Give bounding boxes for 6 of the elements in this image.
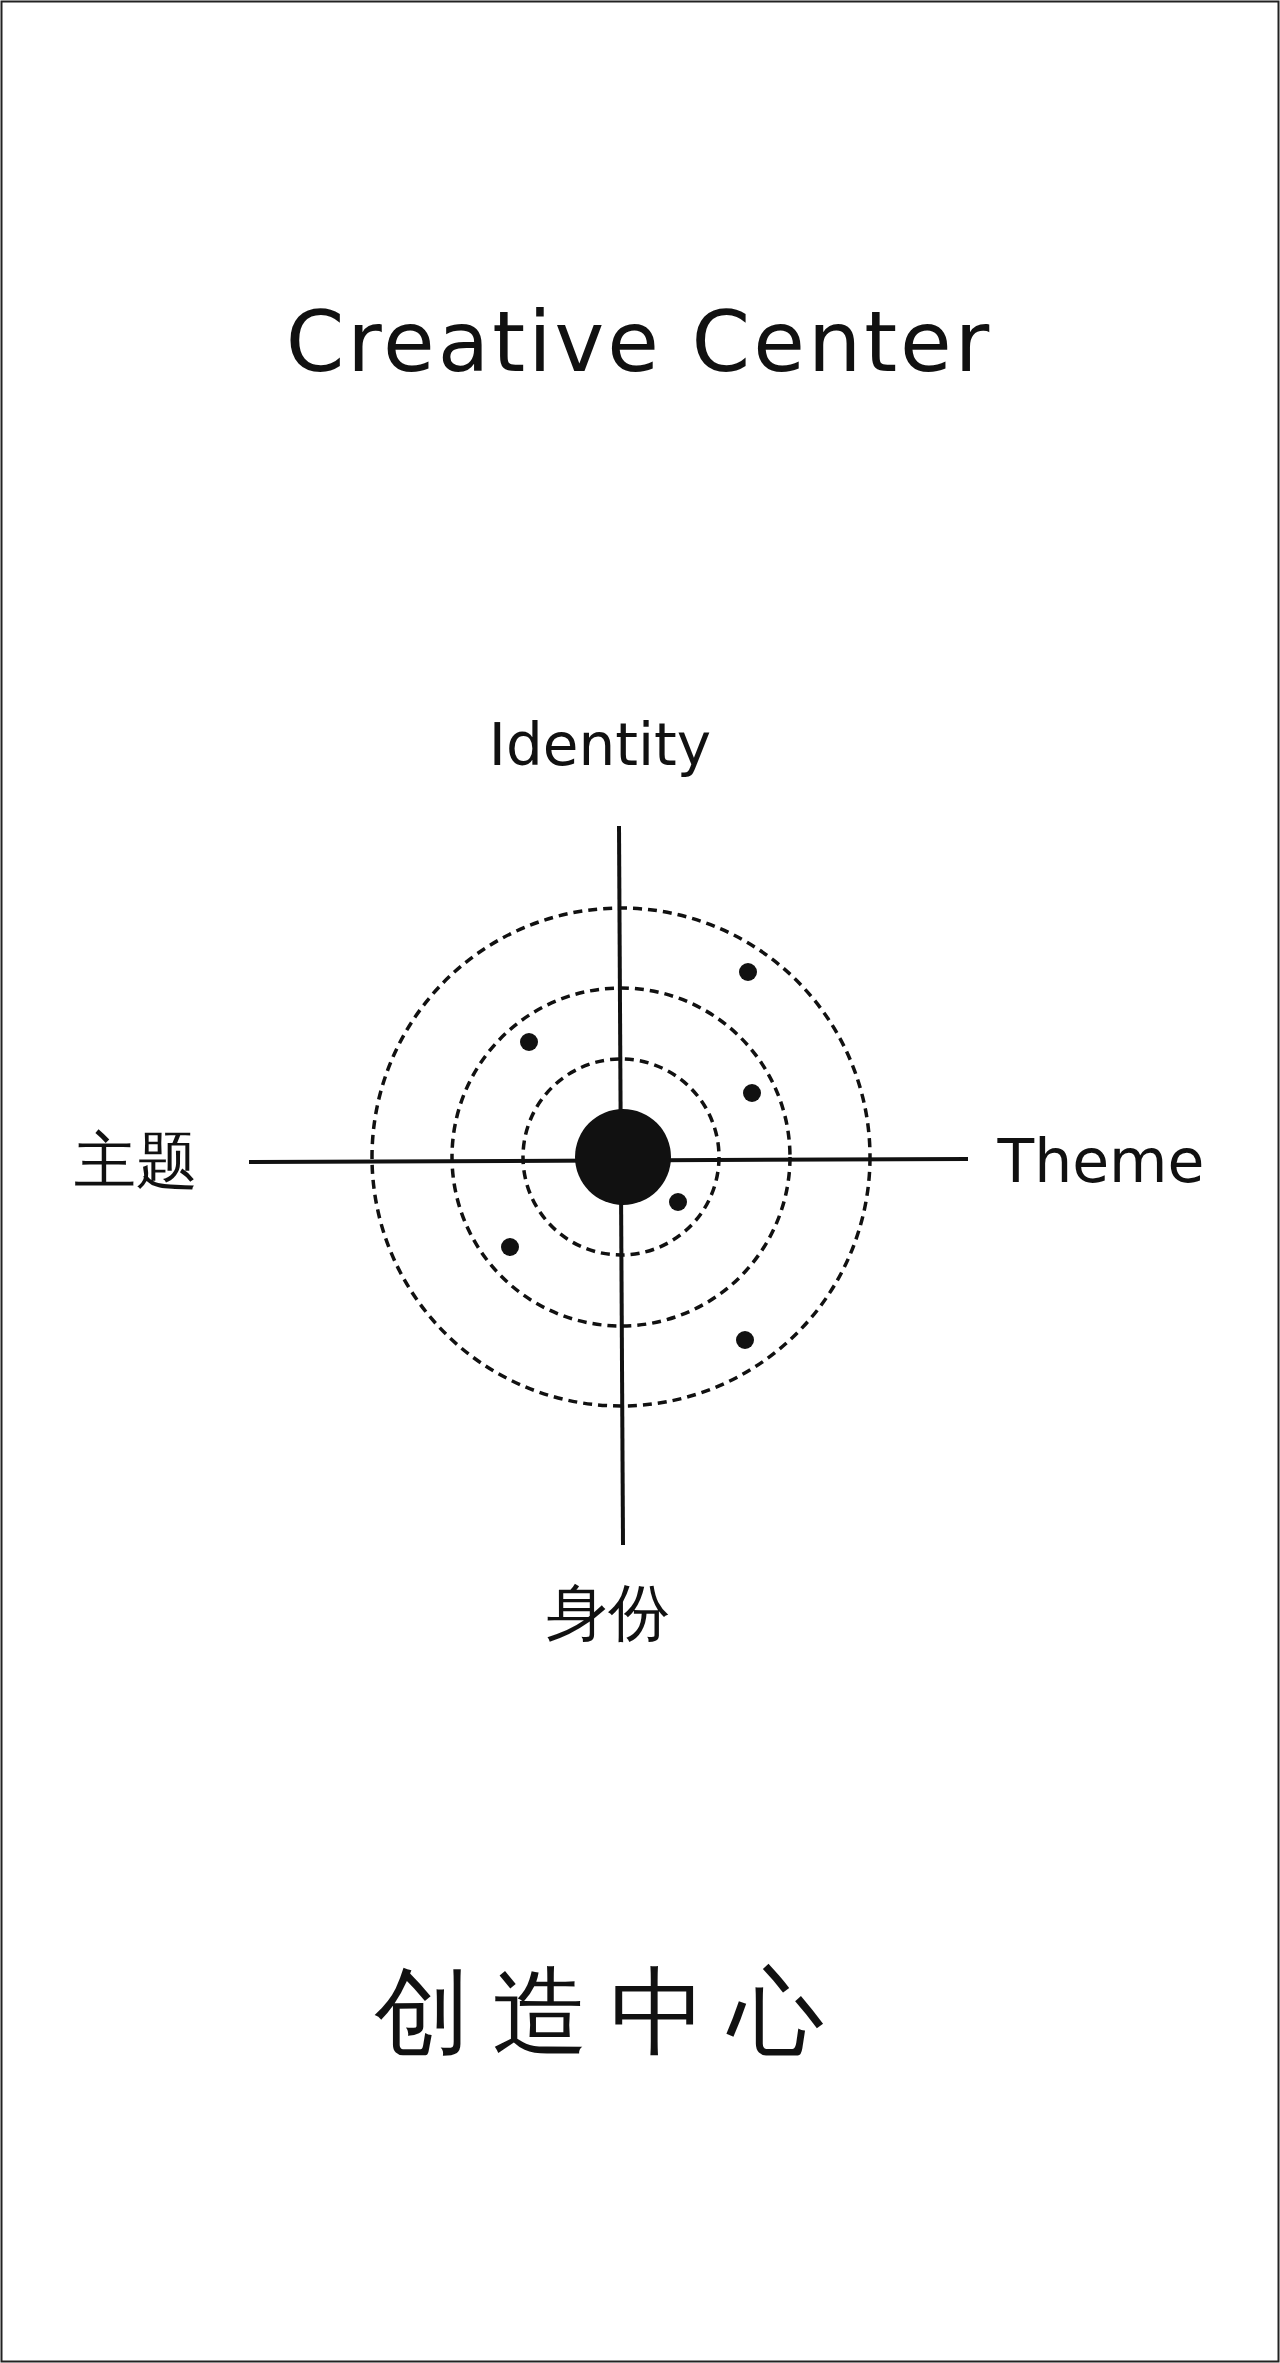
axis-label: 主题	[74, 1126, 198, 1196]
axis-label: 身份	[546, 1578, 670, 1648]
axis-label: Identity	[488, 714, 712, 778]
axis-label: Theme	[997, 1128, 1205, 1194]
title: Creative Center	[285, 295, 993, 389]
caption: 创造中心	[373, 1960, 846, 2066]
